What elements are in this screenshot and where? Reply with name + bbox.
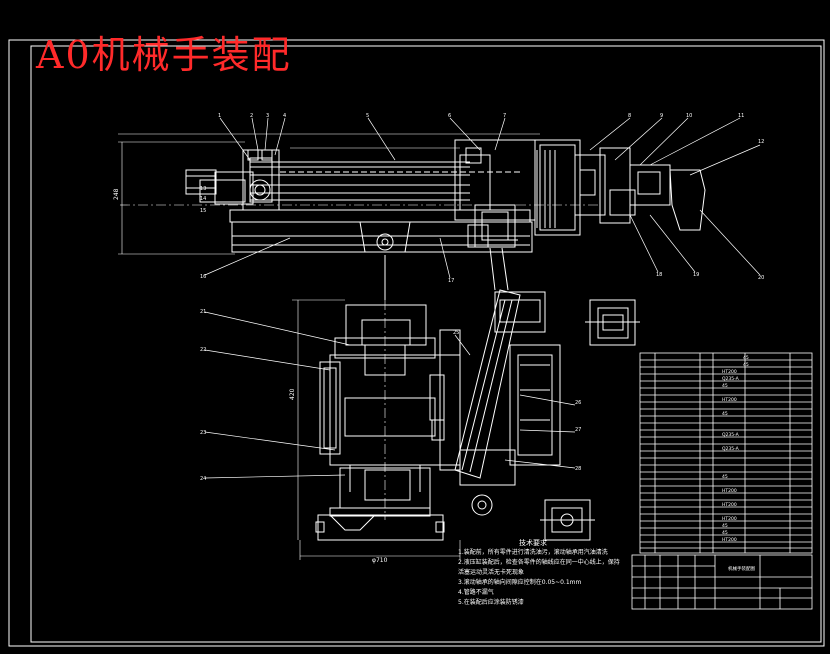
svg-text:14: 14 [200, 196, 206, 202]
inner-frame [30, 45, 822, 643]
requirement-item: 4.管路不漏气 [458, 589, 494, 596]
svg-text:HT200: HT200 [722, 488, 737, 494]
svg-text:1: 1 [218, 113, 221, 119]
svg-text:45: 45 [722, 411, 728, 417]
title-block [631, 554, 813, 610]
svg-text:4: 4 [283, 113, 286, 119]
lift-cylinder [454, 289, 561, 516]
svg-text:13: 13 [200, 186, 206, 192]
svg-text:HT200: HT200 [722, 397, 737, 403]
svg-text:12: 12 [758, 139, 764, 145]
svg-text:45: 45 [722, 530, 728, 536]
requirement-item: 活塞运动灵活无卡死现象 [458, 569, 525, 576]
svg-text:Q235-A: Q235-A [722, 432, 740, 438]
requirement-item: 3.滚动轴承的轴向间隙应控制在0.05~0.1mm [458, 579, 582, 586]
svg-text:45: 45 [722, 383, 728, 389]
svg-text:22: 22 [200, 347, 206, 353]
leader-lines [204, 117, 761, 479]
svg-text:7: 7 [503, 113, 506, 119]
svg-text:Q235-A: Q235-A [722, 376, 740, 382]
svg-text:23: 23 [200, 430, 206, 436]
arm-assembly [120, 139, 706, 300]
svg-text:25: 25 [453, 330, 459, 336]
svg-text:16: 16 [200, 274, 206, 280]
svg-text:28: 28 [575, 466, 581, 472]
svg-text:19: 19 [693, 272, 699, 278]
svg-text:45: 45 [722, 523, 728, 529]
requirement-item: 5.在装配后应涂装防锈漆 [458, 599, 524, 606]
parts-list-text: 45 45 HT200 Q235-A 45 HT200 45 Q235-A Q2… [722, 355, 755, 572]
svg-text:45: 45 [743, 362, 749, 368]
outer-frame [8, 39, 825, 647]
svg-text:15: 15 [200, 208, 206, 214]
svg-text:HT200: HT200 [722, 516, 737, 522]
drawing-title: A0机械手装配 [36, 33, 292, 77]
svg-text:2: 2 [250, 113, 253, 119]
svg-text:6: 6 [448, 113, 451, 119]
svg-text:20: 20 [758, 275, 764, 281]
requirement-item: 2.液压缸装配后，检查各零件的轴线应在同一中心线上，保持 [458, 559, 620, 566]
svg-text:5: 5 [366, 113, 369, 119]
detail-view-b [540, 499, 595, 541]
svg-text:24: 24 [200, 476, 206, 482]
svg-text:18: 18 [656, 272, 662, 278]
svg-text:8: 8 [628, 113, 631, 119]
svg-text:45: 45 [743, 355, 749, 361]
svg-text:机械手装配图: 机械手装配图 [728, 565, 755, 572]
svg-text:9: 9 [660, 113, 663, 119]
technical-requirements: 技术要求 1.装配前，所有零件进行清洗油污，滚动轴承用汽油清洗 2.液压缸装配后… [458, 538, 648, 608]
parts-list-table [639, 352, 813, 554]
svg-text:17: 17 [448, 278, 454, 284]
svg-text:26: 26 [575, 400, 581, 406]
svg-text:HT200: HT200 [722, 502, 737, 508]
lower-dimensions [292, 299, 461, 560]
svg-text:HT200: HT200 [722, 369, 737, 375]
technical-requirements-heading: 技术要求 [519, 539, 547, 547]
svg-text:HT200: HT200 [722, 537, 737, 543]
svg-text:Q235-A: Q235-A [722, 446, 740, 452]
detail-view-a [585, 299, 640, 346]
svg-text:3: 3 [266, 113, 269, 119]
svg-text:10: 10 [686, 113, 692, 119]
svg-text:21: 21 [200, 309, 206, 315]
svg-text:45: 45 [722, 474, 728, 480]
requirement-item: 1.装配前，所有零件进行清洗油污，滚动轴承用汽油清洗 [458, 549, 608, 556]
column-assembly [315, 300, 461, 541]
svg-text:11: 11 [738, 113, 744, 119]
svg-text:27: 27 [575, 427, 581, 433]
upper-dimensions [118, 133, 540, 255]
